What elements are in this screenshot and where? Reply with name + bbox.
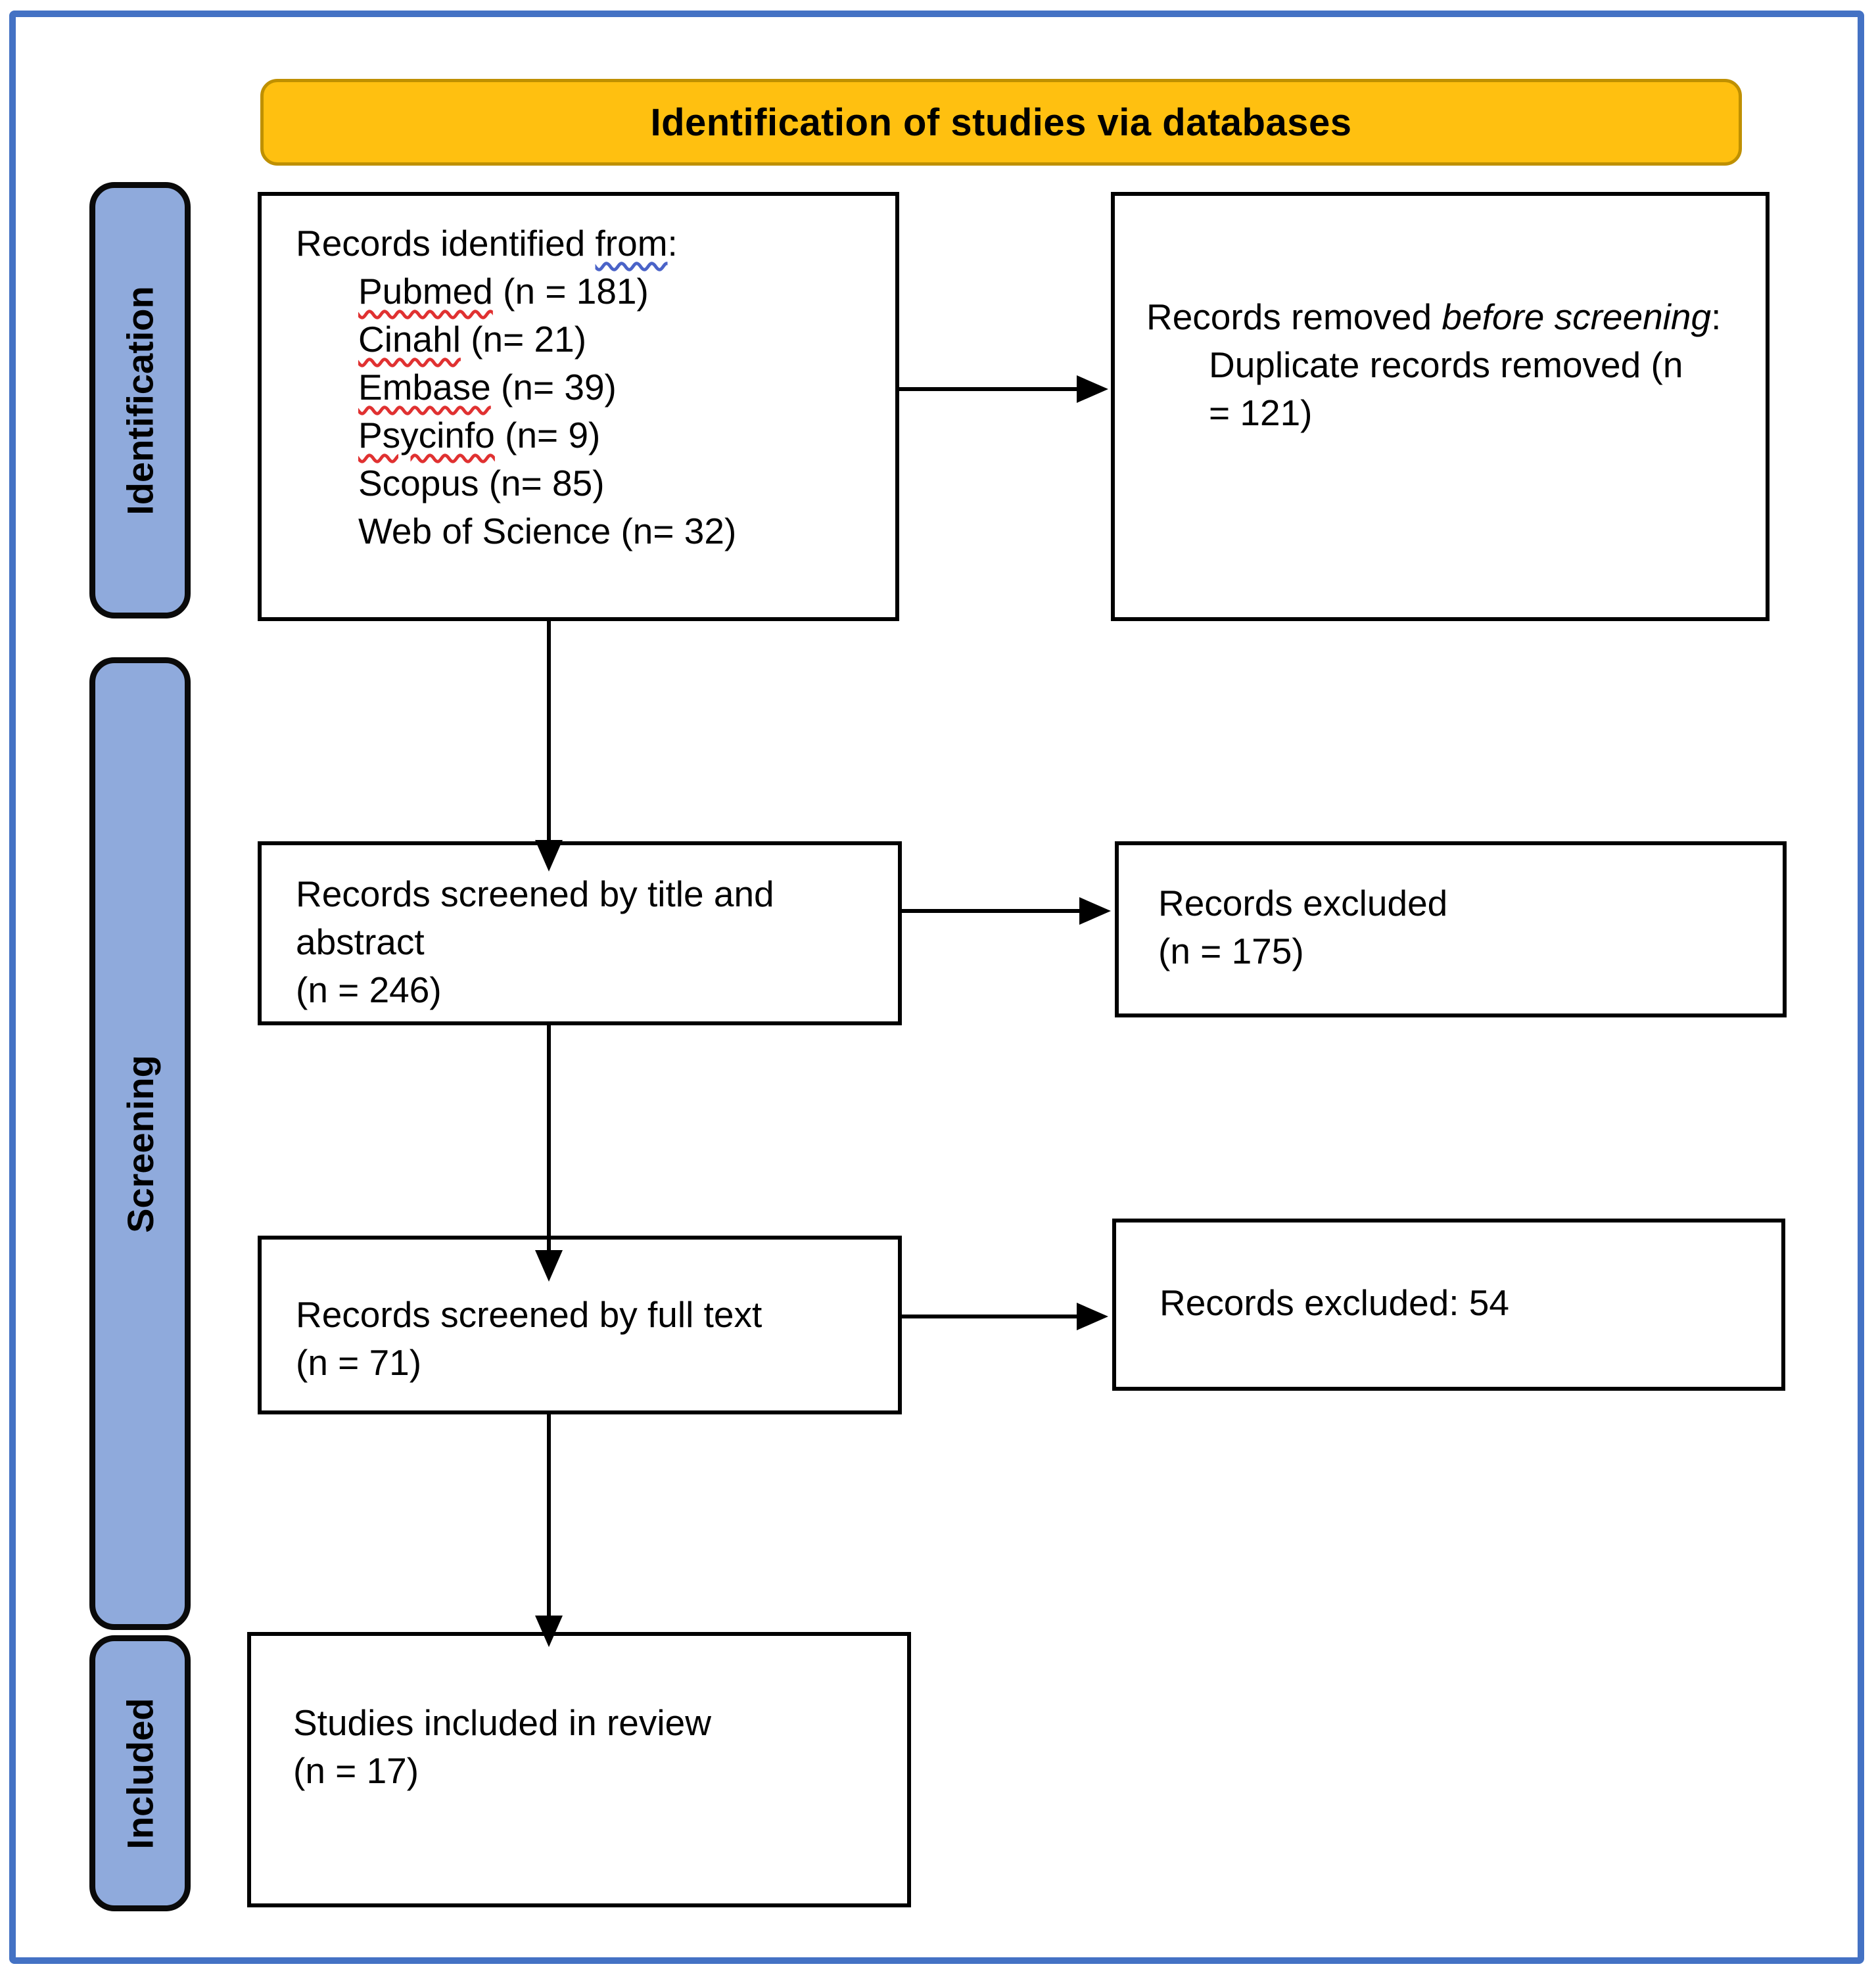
spellcheck-flagged-word: Cinahl: [358, 319, 461, 360]
records-excluded-1-count: (n = 175): [1158, 931, 1304, 971]
stage-label-included: Included: [89, 1635, 191, 1911]
duplicates-removed-line: Duplicate records removed (n: [1209, 344, 1683, 385]
spellcheck-flagged-word: Pubmed: [358, 271, 493, 312]
stage-label-included-text: Included: [119, 1697, 161, 1850]
records-excluded-2-line1: Records excluded: 54: [1160, 1282, 1509, 1323]
screened-title-abstract-count: (n = 246): [296, 969, 442, 1010]
grammar-flagged-word: from: [595, 223, 668, 264]
records-identified-box: Records identified from: Pubmed (n = 181…: [258, 192, 899, 621]
records-removed-heading: Records removed before screening:: [1146, 296, 1722, 337]
records-excluded-box-2: Records excluded: 54: [1112, 1219, 1785, 1391]
screened-title-abstract-box: Records screened by title and abstract (…: [258, 841, 902, 1025]
screened-full-text-count: (n = 71): [296, 1342, 422, 1383]
database-item: Psycinfo (n= 9): [358, 415, 601, 455]
screened-title-abstract-line2: abstract: [296, 921, 425, 962]
database-item: Web of Science (n= 32): [358, 511, 737, 551]
database-item: Pubmed (n = 181): [358, 271, 649, 312]
studies-included-box: Studies included in review (n = 17): [247, 1632, 911, 1907]
stage-label-screening: Screening: [89, 657, 191, 1630]
italic-phrase: before screening: [1442, 296, 1712, 337]
studies-included-count: (n = 17): [293, 1750, 419, 1791]
database-item: Cinahl (n= 21): [358, 319, 587, 360]
database-item: Embase (n= 39): [358, 367, 617, 407]
screened-full-text-box: Records screened by full text (n = 71): [258, 1236, 902, 1414]
database-item: Scopus (n= 85): [358, 463, 605, 503]
screened-full-text-line1: Records screened by full text: [296, 1294, 762, 1335]
screened-title-abstract-line1: Records screened by title and: [296, 873, 774, 914]
stage-label-screening-text: Screening: [119, 1054, 161, 1233]
stage-label-identification: Identification: [89, 182, 191, 618]
records-identified-heading: Records identified from:: [296, 223, 678, 264]
records-removed-box: Records removed before screening: Duplic…: [1111, 192, 1770, 621]
duplicates-removed-count: = 121): [1209, 392, 1313, 433]
title-banner: Identification of studies via databases: [260, 79, 1742, 166]
outer-frame: [9, 11, 1864, 1964]
diagram-title: Identification of studies via databases: [650, 101, 1352, 144]
spellcheck-flagged-word: Embase: [358, 367, 491, 407]
studies-included-line1: Studies included in review: [293, 1702, 711, 1743]
records-excluded-1-line1: Records excluded: [1158, 883, 1448, 923]
stage-label-identification-text: Identification: [119, 285, 161, 515]
records-excluded-box-1: Records excluded (n = 175): [1115, 841, 1787, 1017]
spellcheck-flagged-word: Psycinfo: [358, 415, 495, 455]
